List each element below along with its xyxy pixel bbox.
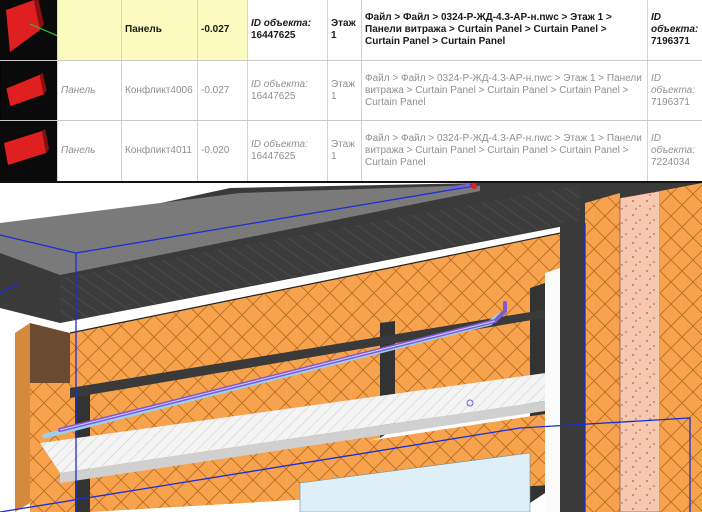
clash-thumbnail-icon[interactable] [0,121,58,181]
model-scene [0,183,702,512]
item-level: Этаж 1 [328,121,362,181]
item-path: Файл > Файл > 0324-Р-ЖД-4.3-АР-н.nwc > Э… [362,0,648,60]
item-level: Этаж 1 [328,0,362,60]
clash-thumbnail-icon[interactable] [0,0,58,60]
clash-name [58,0,122,60]
clash-distance: -0.027 [198,61,248,120]
item2-id-value: 7196371 [651,36,690,47]
item2-id: ID объекта:7196371 [648,61,702,120]
item2-id: ID объекта:7196371 [648,0,702,60]
id-label: ID объекта: [251,139,308,150]
id-label: ID объекта: [651,72,696,96]
divider [0,181,702,184]
clash-name: Конфликт4011 [122,121,198,181]
clash-item-name: Панель [122,0,198,60]
item-path: Файл > Файл > 0324-Р-ЖД-4.3-АР-н.nwc > Э… [362,61,648,120]
id-label: ID объекта: [651,12,699,35]
id-label: ID объекта: [251,78,308,90]
clash-name: Конфликт4006 [122,61,198,120]
item1-id: ID объекта:16447625 [248,0,328,60]
clash-item-name: Панель [58,61,122,120]
table-row[interactable]: Панель -0.027 ID объекта:16447625 Этаж 1… [0,0,702,61]
item1-id-value: 16447625 [251,151,296,162]
clash-item-name: Панель [58,121,122,181]
pipe-run-icon [42,183,507,439]
clash-thumbnail-icon[interactable] [0,61,58,120]
section-box-icon [0,184,691,512]
item-level: Этаж 1 [328,61,362,120]
table-row[interactable]: Панель Конфликт4006 -0.027 ID объекта:16… [0,61,702,121]
table-row[interactable]: Панель Конфликт4011 -0.020 ID объекта:16… [0,121,702,182]
item2-id: ID объекта:7224034 [648,121,702,181]
id-label: ID объекта: [651,133,696,156]
item2-id-value: 7196371 [651,96,690,108]
clash-report-table: Панель -0.027 ID объекта:16447625 Этаж 1… [0,0,702,182]
item2-id-value: 7224034 [651,157,690,168]
item1-id: ID объекта:16447625 [248,61,328,120]
clash-distance: -0.027 [198,0,248,60]
item1-id-value: 16447625 [251,90,296,102]
item1-id: ID объекта:16447625 [248,121,328,181]
clash-distance: -0.020 [198,121,248,181]
item-path: Файл > Файл > 0324-Р-ЖД-4.3-АР-н.nwc > Э… [362,121,648,181]
id-label: ID объекта: [251,18,312,29]
item1-id-value: 16447625 [251,30,296,41]
3d-clash-viewport[interactable] [0,183,702,512]
